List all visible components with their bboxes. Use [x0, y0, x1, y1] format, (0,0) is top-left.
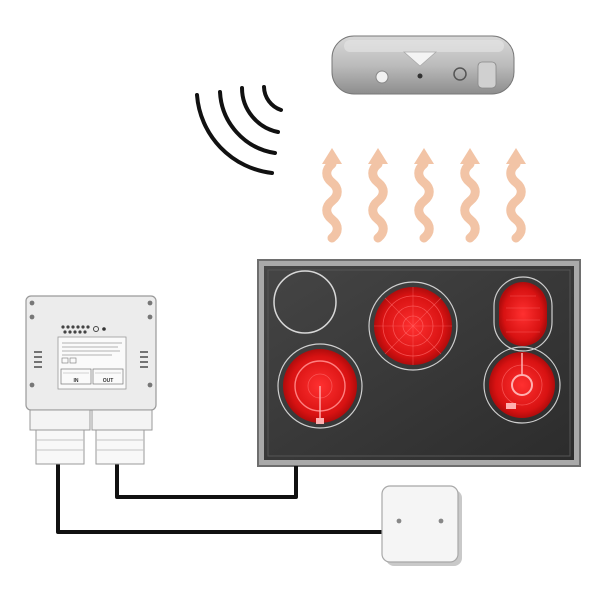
screw-icon [147, 314, 153, 320]
screw-icon [438, 518, 444, 524]
screw-icon [147, 300, 153, 306]
screw-icon [396, 518, 402, 524]
relay-connector-in [29, 409, 91, 465]
junction-box [381, 485, 462, 566]
heat-wave-icon [460, 148, 480, 243]
heat-wave-icon [322, 148, 342, 243]
relay-label-sticker: IN OUT [57, 336, 127, 390]
status-led-icon [93, 326, 99, 332]
screw-icon [29, 300, 35, 306]
zone-right-oval-on [493, 276, 553, 352]
vent-grille-icon [61, 325, 90, 334]
screw-icon [29, 314, 35, 320]
sensor-lens-icon [417, 73, 423, 79]
sensor-indicator-icon [402, 51, 438, 67]
screw-icon [29, 382, 35, 388]
approval-mark-icon [69, 357, 77, 364]
heat-waves [322, 148, 526, 243]
power-cables [56, 463, 384, 534]
zone-top-middle-on [368, 281, 458, 371]
relay-input-label: IN [74, 378, 79, 384]
ceiling-sensor [331, 35, 515, 95]
relay-control-box: IN OUT [25, 295, 157, 465]
zone-bottom-right-on [483, 346, 561, 424]
sensor-led-icon [375, 70, 389, 84]
zone-bottom-left-on [277, 343, 363, 429]
heat-wave-icon [368, 148, 388, 243]
relay-connector-out [91, 409, 153, 465]
ceramic-hob [257, 259, 581, 467]
ce-mark-icon [61, 357, 69, 364]
sensor-button-icon [453, 67, 467, 81]
heat-wave-icon [414, 148, 434, 243]
zone-top-left-off [273, 270, 337, 334]
wireless-signal-icon [195, 85, 283, 175]
screw-icon [147, 382, 153, 388]
relay-output-label: OUT [103, 378, 114, 384]
cable-relay-to-hob [115, 463, 298, 499]
heat-wave-icon [506, 148, 526, 243]
cable-relay-to-junction [56, 463, 384, 534]
